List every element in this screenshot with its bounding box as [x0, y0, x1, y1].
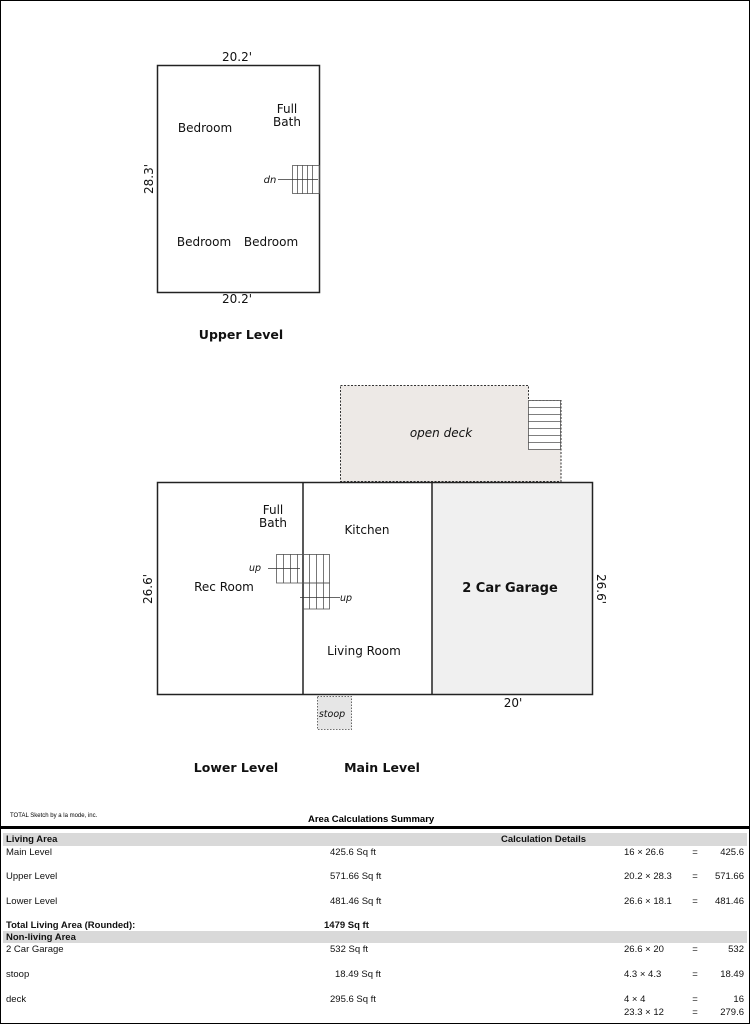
deck-label: open deck: [410, 426, 473, 440]
row-name: 2 Car Garage: [6, 944, 64, 955]
lower-level-title: Lower Level: [194, 760, 278, 775]
row-name: Upper Level: [6, 871, 58, 882]
stairs-up-icon: [268, 554, 340, 610]
garage-fill: [432, 482, 593, 695]
upper-level-outline: [156, 64, 321, 294]
row-name: stoop: [6, 969, 30, 980]
room-living-room: Living Room: [327, 644, 401, 658]
row-name: deck: [6, 994, 27, 1005]
stairs-down-icon: [278, 165, 320, 194]
main-level-title: Main Level: [344, 760, 420, 775]
main-dim-left: 26.6': [141, 574, 155, 604]
nonliving-header: Non-living Area: [6, 932, 76, 943]
row-area: 295.6 Sq ft: [330, 994, 376, 1005]
deck-stairs-icon: [528, 400, 561, 450]
room-rec-room: Rec Room: [194, 580, 254, 594]
row-area: 532 Sq ft: [330, 944, 369, 955]
row-name: Main Level: [6, 847, 52, 858]
stoop: [317, 696, 352, 730]
row-area: 571.66 Sq ft: [330, 871, 382, 882]
main-lower-plan: up up Full Bath Kitchen Rec Room 2 Car G…: [141, 481, 608, 775]
main-outline: [156, 481, 594, 696]
total-living-value: 1479 Sq ft: [324, 920, 369, 931]
stair-up-label-2: up: [340, 593, 352, 604]
room-full-bath-upper-2: Bath: [273, 115, 301, 129]
room-garage: 2 Car Garage: [462, 581, 558, 596]
upper-dim-bottom: 20.2': [222, 292, 252, 306]
row-area: 481.46 Sq ft: [330, 896, 382, 907]
row-calc: 16 × 26.6=425.6: [624, 847, 744, 858]
nonliving-header-bar: [3, 931, 747, 943]
stair-up-label-1: up: [249, 563, 261, 574]
room-full-bath-lower-1: Full: [263, 503, 284, 517]
credit-text: TOTAL Sketch by a la mode, inc.: [10, 813, 98, 819]
calc-details-header: Calculation Details: [501, 834, 586, 845]
room-bedroom-1: Bedroom: [178, 121, 232, 135]
room-kitchen: Kitchen: [344, 523, 389, 537]
row-calc-2: 23.3 × 12=279.6: [624, 1007, 744, 1018]
floor-plan-sketch: 20.2' 20.2' 28.3' Bedroom Full Bath Bedr…: [141, 50, 608, 775]
upper-dim-left: 28.3': [142, 164, 156, 194]
upper-dim-top: 20.2': [222, 50, 252, 64]
stair-dn-label: dn: [264, 175, 277, 186]
living-area-header: Living Area: [6, 834, 58, 845]
room-bedroom-2: Bedroom: [177, 235, 231, 249]
living-area-header-bar: [3, 833, 747, 846]
row-calc: 26.6 × 20=532: [624, 944, 744, 955]
row-calc: 20.2 × 28.3=571.66: [624, 871, 744, 882]
stoop-label: stoop: [319, 709, 345, 720]
row-name: Lower Level: [6, 896, 58, 907]
room-bedroom-3: Bedroom: [244, 235, 298, 249]
row-calc: 26.6 × 18.1=481.46: [624, 896, 744, 907]
row-calc: 4.3 × 4.3=18.49: [624, 969, 744, 980]
row-area: 18.49 Sq ft: [335, 969, 381, 980]
upper-level-title: Upper Level: [199, 327, 283, 342]
summary-title: Area Calculations Summary: [308, 814, 435, 825]
open-deck: open deck: [340, 385, 562, 482]
row-area: 425.6 Sq ft: [330, 847, 376, 858]
main-dim-bottom: 20': [504, 696, 523, 710]
main-dim-right: 26.6': [594, 574, 608, 604]
total-living-label: Total Living Area (Rounded):: [6, 920, 136, 931]
upper-level-plan: 20.2' 20.2' 28.3' Bedroom Full Bath Bedr…: [142, 50, 321, 342]
room-full-bath-upper-1: Full: [277, 102, 298, 116]
area-calculations-table: Living Area Calculation Details Main Lev…: [0, 826, 750, 1027]
row-calc: 4 × 4=16: [624, 994, 744, 1005]
room-full-bath-lower-2: Bath: [259, 516, 287, 530]
